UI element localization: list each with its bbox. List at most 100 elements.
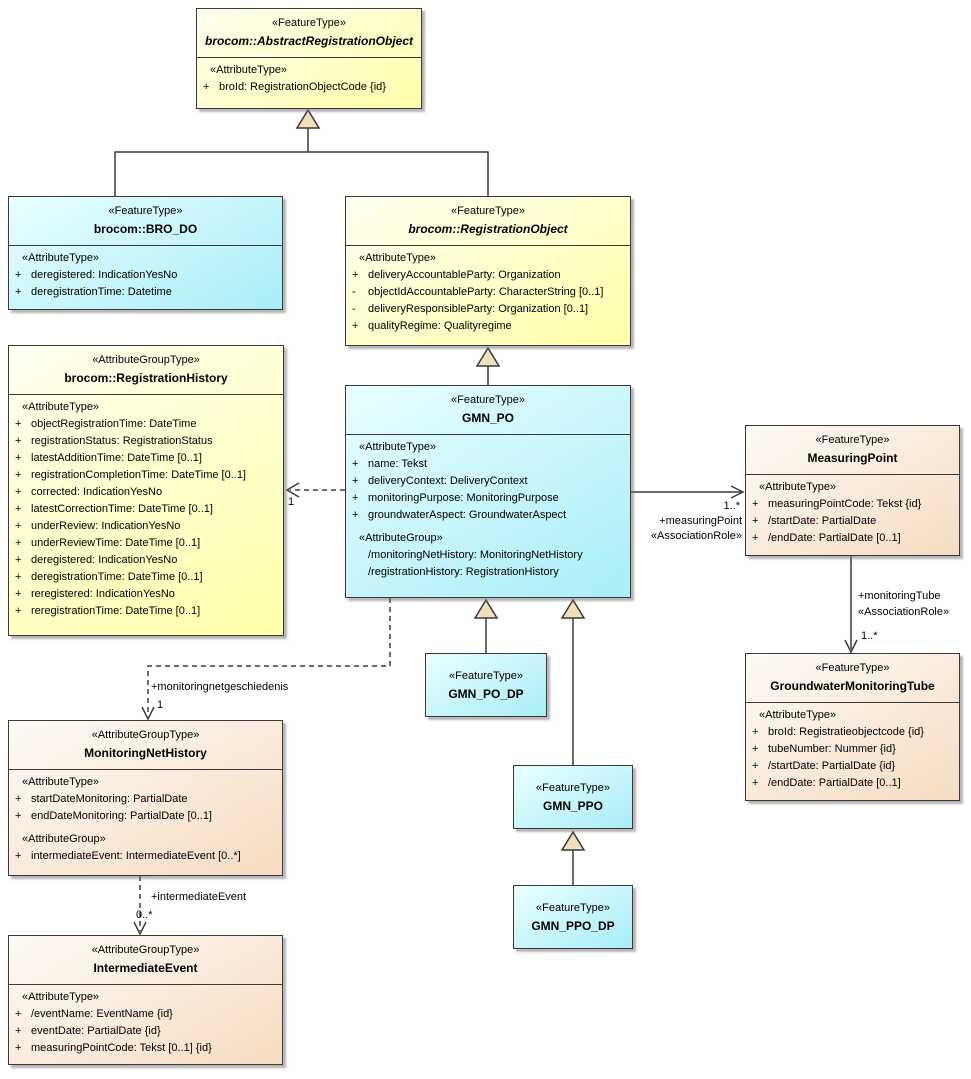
- attribute-section-label: «AttributeType»: [359, 441, 437, 453]
- attribute-row: +corrected: IndicationYesNo: [9, 484, 281, 501]
- stereotype-label: «FeatureType»: [815, 662, 890, 674]
- attribute-row: +registrationCompletionTime: DateTime [0…: [9, 467, 281, 484]
- attribute-text: deregistered: IndicationYesNo: [31, 554, 178, 566]
- class-gmn-ppo-dp: «FeatureType» GMN_PPO_DP: [513, 885, 633, 949]
- attribute-row: +/eventName: EventName {id}: [9, 1006, 280, 1023]
- attribute-text: deregistrationTime: DateTime [0..1]: [31, 571, 203, 583]
- attribute-row: + latestAdditionTime: DateTime [0..1]: [9, 450, 281, 467]
- attribute-row: +intermediateEvent: IntermediateEvent [0…: [9, 848, 280, 865]
- attribute-text: reregistrationTime: DateTime [0..1]: [31, 605, 201, 617]
- attribute-section-label: «AttributeType»: [210, 64, 288, 76]
- visibility-symbol: +: [15, 537, 22, 549]
- visibility-symbol: +: [15, 793, 22, 805]
- attribute-text: reregistered: IndicationYesNo: [31, 588, 175, 600]
- attribute-row: +reregistrationTime: DateTime [0..1]: [9, 603, 281, 620]
- attribute-row: +latestCorrectionTime: DateTime [0..1]: [9, 501, 281, 518]
- visibility-symbol: +: [15, 1025, 22, 1037]
- attribute-text: broId: Registratieobjectcode {id}: [768, 726, 924, 738]
- attribute-section-label: «AttributeGroup»: [22, 833, 106, 845]
- visibility-symbol: +: [15, 469, 22, 481]
- attribute-text: objectIdAccountableParty: CharacterStrin…: [368, 286, 604, 298]
- attribute-text: measuringPointCode: Tekst [0..1] {id}: [31, 1042, 212, 1054]
- stereotype-label: «FeatureType»: [536, 901, 610, 914]
- attribute-row: +deliveryContext: DeliveryContext: [346, 473, 628, 490]
- attribute-row: +tubeNumber: Nummer {id}: [746, 741, 957, 758]
- attribute-text: /monitoringNetHistory: MonitoringNetHist…: [368, 549, 583, 561]
- stereotype-label: «FeatureType»: [536, 781, 610, 794]
- generalization-arrow-icon: [560, 830, 586, 851]
- stereotype-label: «FeatureType»: [451, 205, 525, 217]
- visibility-symbol: +: [352, 492, 359, 504]
- attribute-text: broId: RegistrationObjectCode {id}: [219, 81, 386, 93]
- generalization-gmnpo-to-registrationobject: [475, 346, 501, 385]
- class-header: «FeatureType» MeasuringPoint: [746, 426, 959, 474]
- attribute-text: registrationStatus: RegistrationStatus: [31, 435, 213, 447]
- class-brocom-registrationhistory: «AttributeGroupType» brocom::Registratio…: [8, 345, 284, 636]
- class-name: brocom::BRO_DO: [93, 222, 198, 236]
- class-header: «AttributeGroupType» IntermediateEvent: [9, 936, 282, 984]
- attribute-text: qualityRegime: Qualityregime: [368, 320, 512, 332]
- attribute-text: deliveryContext: DeliveryContext: [368, 475, 528, 487]
- attribute-section-label: «AttributeType»: [759, 481, 837, 493]
- multiplicity-label-monitoringnet: 1: [157, 699, 164, 711]
- attribute-row: +deregistered: IndicationYesNo: [9, 552, 281, 569]
- dependency-gmnpo-to-registrationhistory: [285, 482, 345, 498]
- visibility-symbol: -: [352, 303, 356, 315]
- attribute-row: + underReviewTime: DateTime [0..1]: [9, 535, 281, 552]
- attribute-row: +qualityRegime: Qualityregime: [346, 318, 628, 335]
- class-header: «FeatureType» GroundwaterMonitoringTube: [746, 654, 959, 702]
- class-header: «FeatureType» brocom::AbstractRegistrati…: [197, 9, 421, 57]
- generalization-arrow-icon: [560, 598, 586, 619]
- visibility-symbol: +: [15, 850, 22, 862]
- attributes-compartment: «AttributeType» +startDateMonitoring: Pa…: [9, 769, 282, 869]
- visibility-symbol: +: [15, 452, 22, 464]
- stereotype-label-association-role: «AssociationRole»: [858, 606, 950, 618]
- visibility-symbol: [346, 564, 368, 581]
- attribute-text: /endDate: PartialDate [0..1]: [768, 532, 901, 544]
- attribute-text: /startDate: PartialDate {id}: [768, 760, 896, 772]
- attribute-row: /registrationHistory: RegistrationHistor…: [346, 564, 628, 581]
- attribute-row: +deregistrationTime: Datetime: [9, 284, 280, 301]
- attribute-text: tubeNumber: Nummer {id}: [768, 743, 896, 755]
- attribute-row: +measuringPointCode: Tekst [0..1] {id}: [9, 1040, 280, 1057]
- visibility-symbol: +: [15, 1008, 22, 1020]
- visibility-symbol: +: [15, 486, 22, 498]
- visibility-symbol: +: [15, 418, 22, 430]
- class-groundwatermonitoringtube: «FeatureType» GroundwaterMonitoringTube …: [745, 653, 960, 801]
- attributes-compartment: «AttributeType» +measuringPointCode: Tek…: [746, 474, 959, 551]
- class-brocom-bro-do: «FeatureType» brocom::BRO_DO «AttributeT…: [8, 196, 283, 310]
- attribute-row: +reregistered: IndicationYesNo: [9, 586, 281, 603]
- multiplicity-label-intermediate-event: 0..*: [136, 909, 153, 921]
- attribute-row: +measuringPointCode: Tekst {id}: [746, 496, 957, 513]
- visibility-symbol: +: [15, 286, 22, 298]
- stereotype-label: «AttributeGroupType»: [91, 729, 200, 741]
- visibility-symbol: +: [752, 726, 759, 738]
- class-header: «FeatureType» GMN_PO: [346, 386, 630, 434]
- role-label-measuring-point: +measuringPoint: [659, 515, 742, 527]
- class-name: GroundwaterMonitoringTube: [770, 679, 935, 693]
- class-name: MeasuringPoint: [807, 451, 898, 465]
- attribute-text: latestAdditionTime: DateTime [0..1]: [31, 452, 202, 464]
- stereotype-label: «AttributeGroupType»: [91, 944, 200, 956]
- stereotype-label: «AttributeGroupType»: [92, 354, 200, 366]
- visibility-symbol: +: [203, 81, 210, 93]
- attribute-row: +underReview: IndicationYesNo: [9, 518, 281, 535]
- class-gmn-po: «FeatureType» GMN_PO «AttributeType» +na…: [345, 385, 631, 598]
- attribute-row: +deregistered: IndicationYesNo: [9, 267, 280, 284]
- attribute-row: -objectIdAccountableParty: CharacterStri…: [346, 284, 628, 301]
- open-arrow-icon: [141, 706, 155, 721]
- multiplicity-label-measuring-point: 1..*: [723, 500, 740, 512]
- generalization-gmnppodp-to-gmnppo: [560, 830, 586, 885]
- attribute-text: endDateMonitoring: PartialDate [0..1]: [31, 810, 212, 822]
- attribute-row: +deregistrationTime: DateTime [0..1]: [9, 569, 281, 586]
- attribute-text: groundwaterAspect: GroundwaterAspect: [368, 509, 567, 521]
- attribute-row: + broId: Registratieobjectcode {id}: [746, 724, 957, 741]
- visibility-symbol: +: [752, 515, 759, 527]
- attribute-text: underReviewTime: DateTime [0..1]: [31, 537, 201, 549]
- role-label-monitoringnetgeschiedenis: +monitoringnetgeschiedenis: [151, 681, 289, 693]
- stereotype-label: «FeatureType»: [815, 434, 890, 446]
- attribute-row: +name: Tekst: [346, 456, 628, 473]
- attributes-compartment: «AttributeType» +deliveryAccountablePart…: [346, 245, 630, 339]
- class-header: «FeatureType» brocom::RegistrationObject: [346, 197, 630, 245]
